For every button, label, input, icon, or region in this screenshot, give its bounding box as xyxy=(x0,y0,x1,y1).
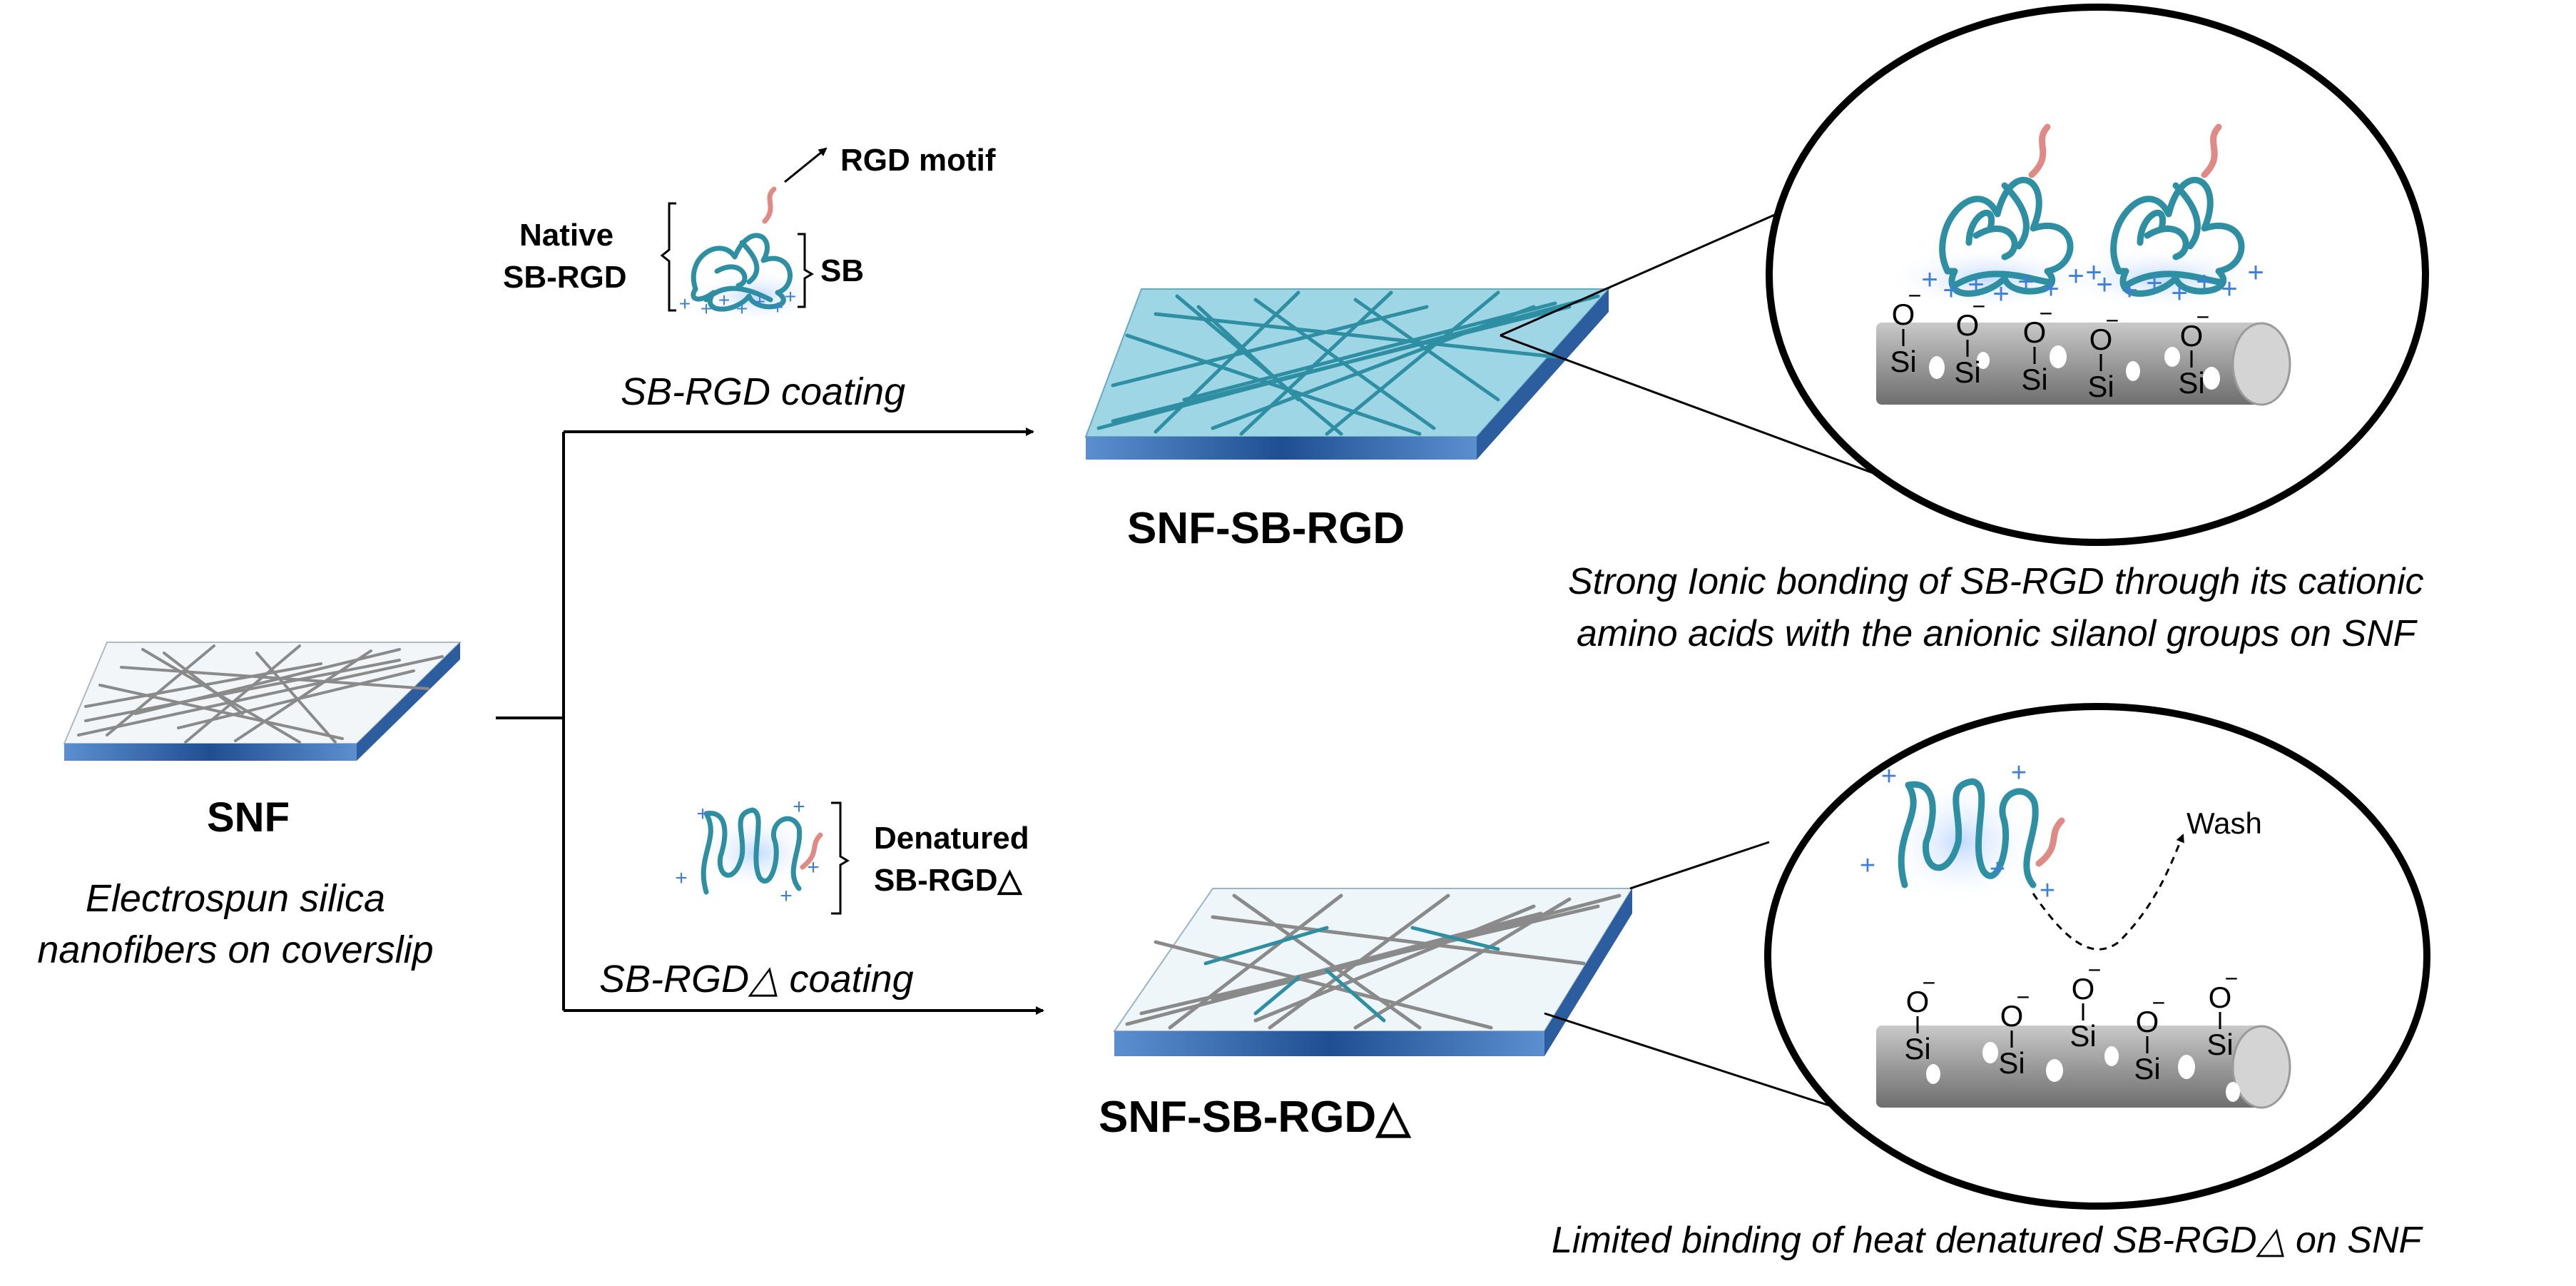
snf-sb-rgd-label: SNF-SB-RGD xyxy=(1127,504,1405,553)
bottom-silanol-2-silicon: Si xyxy=(1998,1046,2025,1080)
native-cation-3: + xyxy=(718,289,730,311)
denatured-sb-rgd-delta-label: SB-RGD△ xyxy=(874,863,1022,898)
zoom-lines-top xyxy=(1500,213,1888,480)
native-sb-rgd-icon xyxy=(691,147,828,325)
top-silanol-5-minus: − xyxy=(2196,304,2210,330)
branch-connector xyxy=(496,427,1044,1015)
native-cation-1: + xyxy=(679,293,691,315)
denatured-label: Denatured xyxy=(874,821,1029,856)
top-cation-9: + xyxy=(2096,269,2112,300)
snf-sb-rgd-slide xyxy=(1084,288,1611,460)
top-silanol-3-minus: − xyxy=(2040,300,2053,326)
bottom-silanol-4-oxygen: O xyxy=(2136,1005,2159,1038)
strong-bonding-caption-line1: Strong Ionic bonding of SB-RGD through i… xyxy=(1568,561,2424,602)
native-cation-5: + xyxy=(754,290,765,313)
top-cation-1: + xyxy=(1921,264,1938,295)
top-silanol-5-silicon: Si xyxy=(2178,366,2204,400)
top-silanol-2-oxygen: O xyxy=(1956,308,1980,342)
sb-rgd-delta-coating-label: SB-RGD△ coating xyxy=(599,958,914,1001)
bottom-silanol-5-minus: − xyxy=(2225,966,2239,991)
top-cation-4: + xyxy=(1992,278,2009,310)
snf-description-line2: nanofibers on coverslip xyxy=(37,928,434,971)
top-cation-10: + xyxy=(2121,275,2137,306)
snf-slide xyxy=(63,642,462,761)
bottom-silanol-2-oxygen: O xyxy=(2000,999,2024,1033)
bottom-cation-1: + xyxy=(1881,761,1897,791)
top-cation-6: + xyxy=(2042,273,2059,305)
denatured-sb-rgd-icon xyxy=(696,801,850,915)
bottom-silanol-4-minus: − xyxy=(2152,990,2166,1016)
limited-binding-caption: Limited binding of heat denatured SB-RGD… xyxy=(1552,1220,2422,1261)
strong-bonding-caption-line2: amino acids with the anionic silanol gro… xyxy=(1577,613,2416,654)
bottom-silanol-1-silicon: Si xyxy=(1904,1032,1930,1065)
top-silanol-1-oxygen: O xyxy=(1892,298,1915,331)
denatured-cation-3: + xyxy=(675,866,688,890)
snf-description-line1: Electrospun silica xyxy=(85,877,386,920)
top-cation-11: + xyxy=(2146,268,2162,299)
top-cation-14: + xyxy=(2221,273,2237,305)
bottom-silanol-4-silicon: Si xyxy=(2134,1052,2160,1085)
native-cation-6: + xyxy=(772,296,783,318)
top-silanol-2-minus: − xyxy=(1972,293,1986,319)
denatured-cation-5: + xyxy=(807,856,820,879)
native-cation-4: + xyxy=(736,298,748,320)
bottom-silanol-3-minus: − xyxy=(2088,957,2102,983)
top-cation-15: + xyxy=(2247,257,2264,288)
bottom-cation-5: + xyxy=(2040,876,2055,906)
bottom-silanol-5-oxygen: O xyxy=(2209,981,2232,1014)
native-cation-7: + xyxy=(785,285,796,308)
top-silanol-1-silicon: Si xyxy=(1890,345,1916,378)
snf-sb-rgd-delta-slide xyxy=(1113,888,1634,1056)
snf-label: SNF xyxy=(207,794,290,841)
bottom-silanol-1-minus: − xyxy=(1923,970,1936,996)
zoom-circle-top xyxy=(1766,4,2429,546)
top-silanol-4-minus: − xyxy=(2106,308,2119,333)
top-silanol-1-minus: − xyxy=(1908,283,1922,308)
snf-sb-rgd-delta-label: SNF-SB-RGD△ xyxy=(1099,1093,1410,1142)
native-sb-rgd-label: SB-RGD xyxy=(503,260,627,295)
top-cation-7: + xyxy=(2067,260,2084,292)
bottom-cation-4: + xyxy=(1990,854,2005,884)
top-cation-13: + xyxy=(2196,266,2212,298)
top-cation-5: + xyxy=(2017,266,2034,298)
top-silanol-3-silicon: Si xyxy=(2021,363,2047,396)
top-silanol-3-oxygen: O xyxy=(2023,315,2047,349)
top-silanol-4-silicon: Si xyxy=(2087,370,2114,403)
bottom-silanol-5-silicon: Si xyxy=(2206,1028,2233,1061)
bottom-silanol-3-silicon: Si xyxy=(2070,1019,2096,1053)
native-cation-2: + xyxy=(701,298,712,320)
top-silanol-2-silicon: Si xyxy=(1954,355,1980,389)
top-cation-12: + xyxy=(2171,278,2187,309)
native-brackets xyxy=(660,202,814,312)
bottom-silanol-1-oxygen: O xyxy=(1906,985,1930,1018)
bottom-cation-3: + xyxy=(1860,851,1875,881)
sb-label: SB xyxy=(820,253,865,288)
top-cation-2: + xyxy=(1943,275,1959,306)
zoom-circle-bottom xyxy=(1764,703,2430,1210)
bottom-silanol-2-minus: − xyxy=(2017,984,2030,1010)
sb-rgd-coating-label: SB-RGD coating xyxy=(621,370,906,413)
denatured-cation-2: + xyxy=(793,795,805,819)
rgd-motif-label: RGD motif xyxy=(840,143,996,178)
bottom-silanol-3-oxygen: O xyxy=(2072,972,2095,1006)
denatured-cation-4: + xyxy=(780,884,793,908)
native-label: Native xyxy=(519,218,614,253)
denatured-cation-1: + xyxy=(696,802,709,826)
top-cation-3: + xyxy=(1967,269,1984,300)
top-silanol-4-oxygen: O xyxy=(2089,323,2113,356)
bottom-cation-2: + xyxy=(2011,758,2027,788)
top-cation-8: + xyxy=(2085,257,2102,288)
top-silanol-5-oxygen: O xyxy=(2180,319,2204,353)
wash-label: Wash xyxy=(2186,806,2262,840)
